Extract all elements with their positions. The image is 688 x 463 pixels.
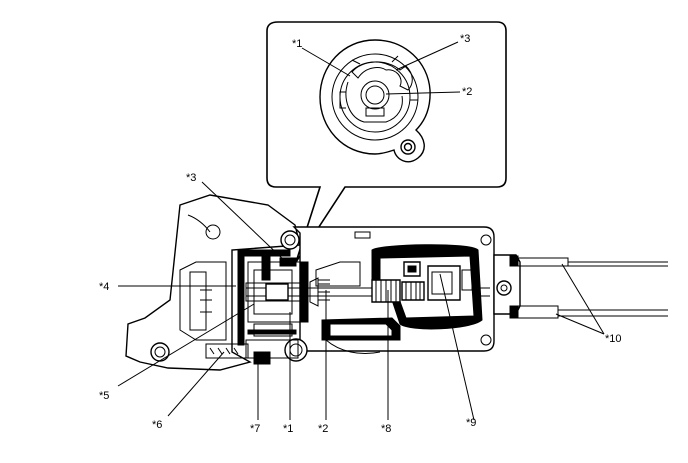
callout-5: *5 — [99, 390, 109, 402]
callout-1: *1 — [283, 423, 293, 435]
callout-3-inset: *3 — [460, 33, 470, 45]
detail-inset — [266, 21, 507, 263]
callout-2: *2 — [318, 423, 328, 435]
callout-2-inset: *2 — [462, 86, 472, 98]
callout-3: *3 — [186, 172, 196, 184]
callouts: *1 *3 *2 *3 *4 *5 *6 *7 *1 *2 *8 *9 *10 — [99, 33, 622, 435]
steering-column-assembly — [125, 194, 668, 371]
callout-10: *10 — [605, 333, 622, 345]
callout-4: *4 — [99, 281, 109, 293]
callout-6: *6 — [152, 419, 162, 431]
callout-7: *7 — [250, 423, 260, 435]
mounting-bracket — [125, 194, 301, 371]
leader-lines — [117, 41, 605, 421]
callout-1-inset: *1 — [292, 38, 302, 50]
callout-9: *9 — [466, 417, 476, 429]
inset-spring-cam-part — [319, 39, 431, 163]
callout-8: *8 — [381, 423, 391, 435]
